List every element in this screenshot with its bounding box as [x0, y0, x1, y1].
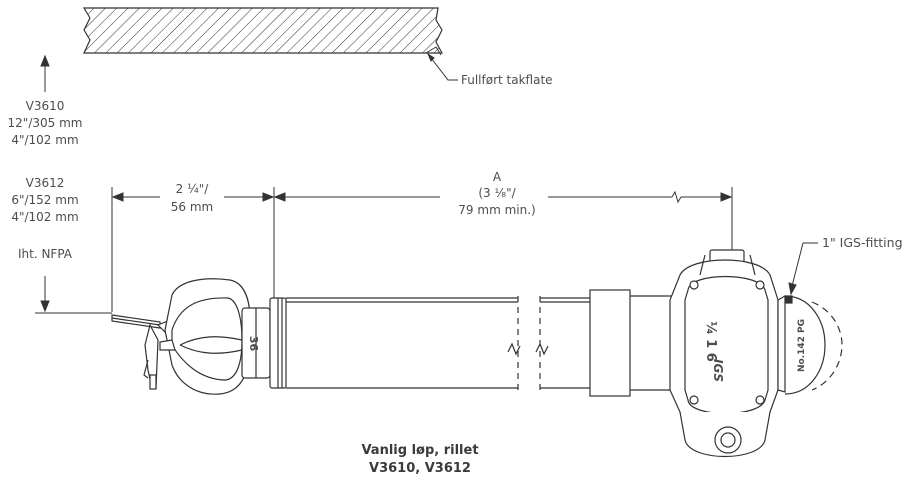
- v3610-model: V3610: [25, 99, 65, 113]
- fitting-label: 1" IGS-fitting: [822, 235, 903, 250]
- pipe-left-segment: [286, 296, 549, 390]
- igs-coupling: [669, 249, 779, 457]
- v3612-dim-b: 4"/102 mm: [11, 210, 79, 224]
- nfpa-label: Iht. NFPA: [17, 247, 73, 261]
- coupling-brand-marking: IGS: [710, 359, 725, 382]
- dimension-a-letter: A: [492, 170, 502, 184]
- v3610-dim-a: 12"/305 mm: [7, 116, 83, 130]
- v3610-dim-b: 4"/102 mm: [11, 133, 79, 147]
- wrench-boss-marking: 36: [247, 335, 261, 352]
- caption-line1: Vanlig løp, rillet: [361, 443, 479, 458]
- dimension-left-line2: 56 mm: [170, 200, 214, 214]
- v3612-model: V3612: [25, 176, 65, 190]
- pipe-right-segment: [540, 289, 690, 397]
- ceiling-slab: [82, 7, 444, 56]
- fitting-number-marking: No.142 PG: [797, 318, 808, 373]
- ceiling-label: Fullført takflate: [461, 73, 553, 87]
- dimension-a-line1: (3 ¹⁄₈"/: [478, 186, 516, 200]
- horizontal-dimensions: [111, 187, 733, 312]
- vertical-dimension: [35, 54, 112, 314]
- caption-line2: V3610, V3612: [369, 461, 471, 476]
- fitting-leader: [788, 242, 818, 296]
- coupling-size-marking: ¼ 1 6: [702, 321, 718, 362]
- dimension-a-line2: 79 mm min.): [458, 203, 536, 217]
- ceiling-leader: [426, 52, 458, 81]
- v3612-dim-a: 6"/152 mm: [11, 193, 79, 207]
- sprinkler-head: [111, 278, 287, 395]
- igs-fitting: [777, 294, 843, 395]
- dimension-left-line1: 2 ¼"/: [175, 182, 209, 196]
